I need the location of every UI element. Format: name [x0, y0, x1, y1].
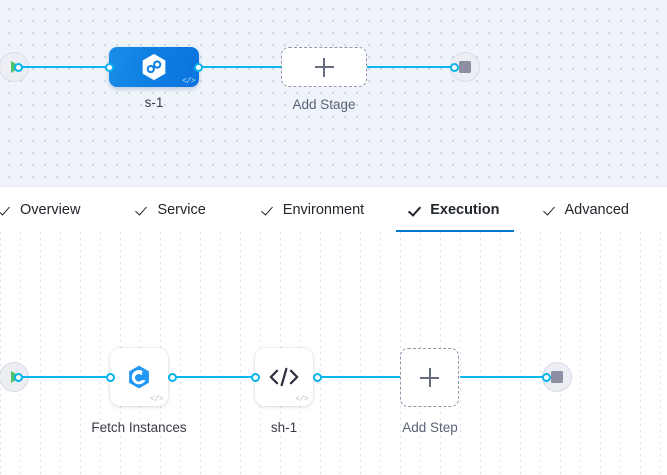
stage-node-s-1-input-port[interactable]	[105, 62, 114, 72]
code-icon: </>	[182, 77, 195, 86]
tab-list: Overview Service Environment Execution A	[0, 187, 629, 233]
step-node-fetch-instances[interactable]: </>	[110, 348, 168, 406]
stage-node-s-1-output-port[interactable]	[194, 62, 203, 72]
execution-start-port[interactable]	[14, 372, 23, 382]
fetch-instances-hexagon-icon	[129, 365, 149, 389]
stage-link-add-to-end	[366, 66, 456, 68]
execution-end-port[interactable]	[542, 372, 551, 382]
stop-icon	[551, 371, 563, 383]
stop-icon	[459, 61, 471, 73]
stage-link-start-to-s1	[18, 66, 112, 68]
add-step-button[interactable]	[400, 348, 459, 407]
step-node-fetch-instances-input-port[interactable]	[106, 372, 115, 382]
tab-active-underline	[396, 230, 514, 233]
stage-node-s-1[interactable]: </>	[109, 47, 199, 87]
step-node-sh-1[interactable]: </>	[255, 348, 313, 406]
canvas-grid	[0, 232, 667, 475]
plus-icon	[420, 368, 439, 387]
step-node-sh-1-label: sh-1	[270, 420, 298, 435]
add-stage-button[interactable]	[281, 47, 367, 87]
tab-environment-label: Environment	[282, 202, 365, 218]
check-icon	[137, 204, 150, 217]
check-icon	[545, 204, 558, 217]
stage-start-port[interactable]	[14, 62, 23, 72]
add-step-label: Add Step	[402, 420, 458, 435]
check-icon	[410, 204, 423, 217]
plus-icon	[314, 57, 334, 77]
step-link-add-to-end	[460, 376, 548, 378]
code-icon: </>	[150, 395, 163, 404]
step-node-sh-1-output-port[interactable]	[313, 372, 322, 382]
step-node-sh-1-input-port[interactable]	[251, 372, 260, 382]
tab-overview-label: Overview	[20, 202, 81, 218]
step-node-fetch-instances-output-port[interactable]	[168, 372, 177, 382]
tab-advanced-label: Advanced	[564, 202, 630, 218]
stage-node-s-1-label: s-1	[144, 95, 164, 110]
step-link-sh1-to-add	[316, 376, 400, 378]
tab-advanced[interactable]: Advanced	[545, 187, 630, 233]
check-icon	[0, 204, 13, 217]
step-link-fetch-to-sh1	[172, 376, 254, 378]
tab-execution-label: Execution	[430, 202, 500, 218]
shell-script-code-icon	[269, 367, 299, 387]
step-node-fetch-instances-label: Fetch Instances	[91, 420, 187, 435]
add-stage-label: Add Stage	[292, 97, 356, 112]
tab-service-label: Service	[157, 202, 206, 218]
check-icon	[263, 204, 276, 217]
stage-end-port[interactable]	[450, 62, 459, 72]
stage-graph-canvas[interactable]: </> s-1 Add Stage	[0, 0, 667, 186]
stage-config-tabbar: Overview Service Environment Execution A	[0, 186, 667, 233]
stage-link-s1-to-add	[196, 66, 282, 68]
tab-service[interactable]: Service	[137, 187, 205, 233]
step-link-start-to-fetch	[18, 376, 110, 378]
execution-graph-canvas[interactable]: </> Fetch Instances </>	[0, 232, 667, 475]
tab-overview[interactable]: Overview	[0, 187, 80, 233]
tab-environment[interactable]: Environment	[263, 187, 364, 233]
tab-execution[interactable]: Execution	[396, 187, 514, 233]
code-icon: </>	[295, 395, 308, 404]
harness-deploy-hexagon-icon	[142, 53, 166, 81]
